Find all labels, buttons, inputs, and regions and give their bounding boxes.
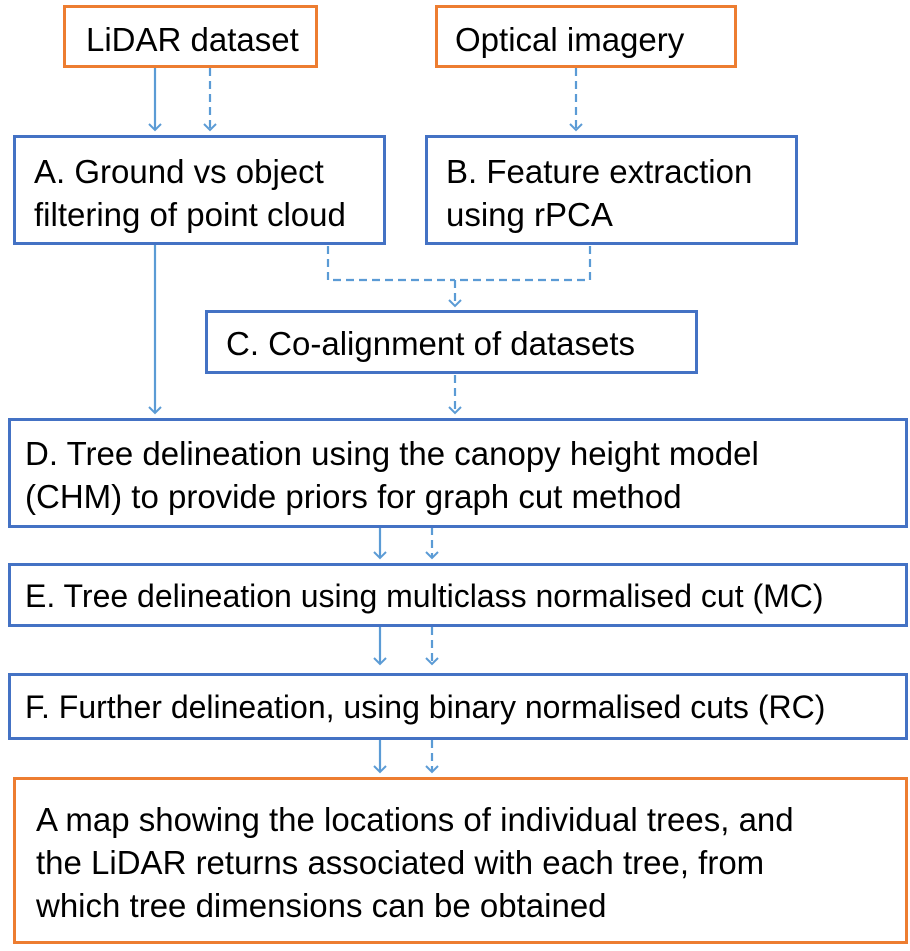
- lidar-dataset-box: LiDAR dataset: [63, 5, 318, 68]
- step-e-box: E. Tree delineation using multiclass nor…: [8, 563, 908, 627]
- output-map-box: A map showing the locations of individua…: [13, 777, 908, 944]
- output-line-1: A map showing the locations of individua…: [36, 801, 794, 838]
- step-b-line-1: B. Feature extraction: [446, 153, 753, 190]
- step-f-line-1: F. Further delineation, using binary nor…: [25, 689, 826, 725]
- output-line-2: the LiDAR returns associated with each t…: [36, 844, 765, 881]
- step-d-line-2: (CHM) to provide priors for graph cut me…: [25, 478, 682, 515]
- step-b-line-2: using rPCA: [446, 196, 613, 233]
- step-f-box: F. Further delineation, using binary nor…: [8, 673, 908, 740]
- step-d-box: D. Tree delineation using the canopy hei…: [8, 418, 908, 528]
- step-c-line-1: C. Co-alignment of datasets: [226, 325, 636, 362]
- step-e-line-1: E. Tree delineation using multiclass nor…: [25, 578, 824, 614]
- output-line-3: which tree dimensions can be obtained: [36, 887, 607, 924]
- optical-imagery-label: Optical imagery: [455, 21, 685, 58]
- edge-a-to-c-dashed: [326, 246, 455, 282]
- edge-b-to-c-dashed: [455, 246, 592, 282]
- step-a-box: A. Ground vs object filtering of point c…: [13, 135, 386, 245]
- step-a-line-1: A. Ground vs object: [34, 153, 324, 190]
- optical-imagery-box: Optical imagery: [435, 5, 737, 68]
- step-c-box: C. Co-alignment of datasets: [205, 310, 698, 374]
- step-d-line-1: D. Tree delineation using the canopy hei…: [25, 435, 759, 472]
- step-a-line-2: filtering of point cloud: [34, 196, 346, 233]
- lidar-dataset-label: LiDAR dataset: [86, 21, 299, 58]
- step-b-box: B. Feature extraction using rPCA: [425, 135, 798, 245]
